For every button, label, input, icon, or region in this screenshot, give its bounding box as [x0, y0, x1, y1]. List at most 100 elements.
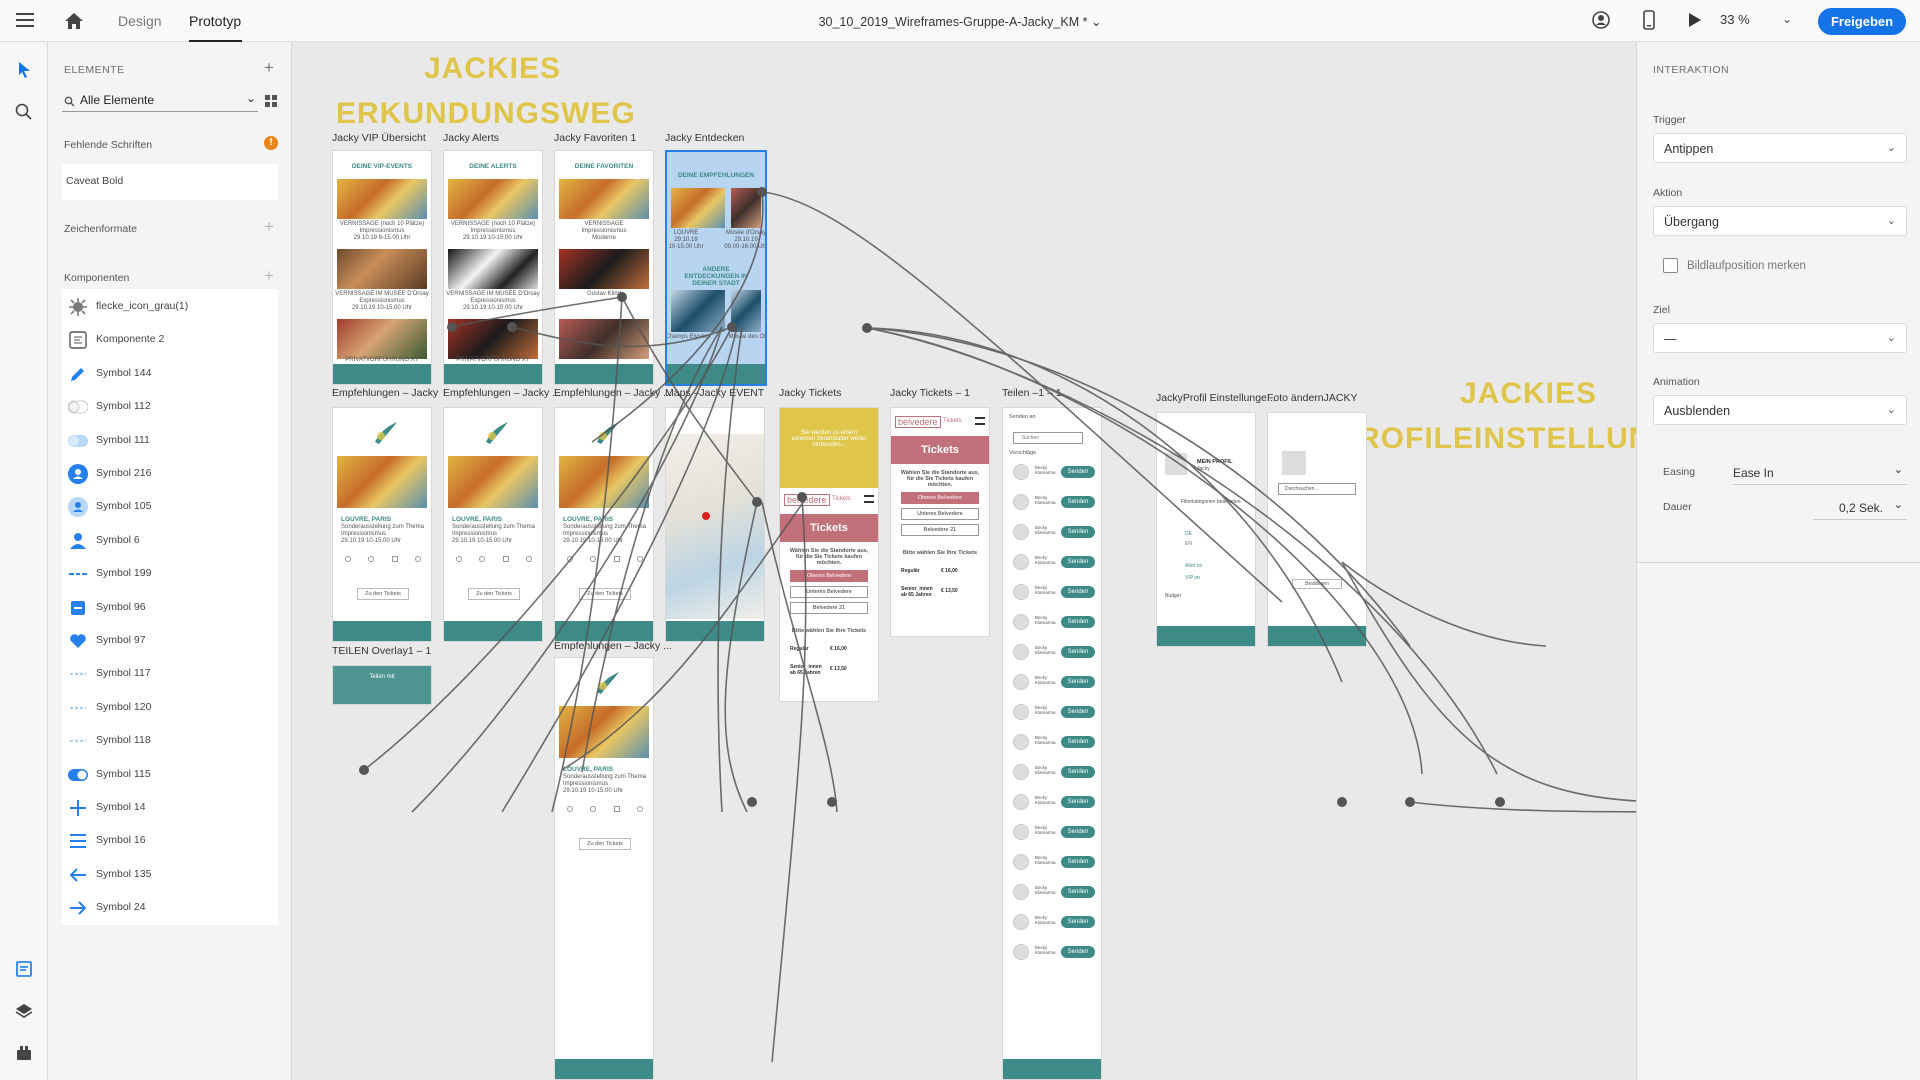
- canvas[interactable]: JACKIES ERKUNDUNGSWEG JACKIES PROFILEINS…: [292, 42, 1636, 1080]
- component-item[interactable]: Symbol 144: [62, 355, 278, 391]
- chevron-down-icon[interactable]: ⌄: [1090, 15, 1102, 29]
- artboard-label[interactable]: Foto ändernJACKY: [1267, 392, 1358, 404]
- artwork-image[interactable]: [448, 179, 538, 219]
- bottom-nav-bar[interactable]: [333, 364, 431, 384]
- search-icon[interactable]: [14, 102, 34, 122]
- send-button[interactable]: Senden: [1061, 856, 1095, 868]
- artboard-label[interactable]: Jacky Alerts: [443, 132, 500, 144]
- send-button[interactable]: Senden: [1061, 496, 1095, 508]
- filter-categories-link[interactable]: Filterkategorien bearbeiten: [1181, 499, 1241, 505]
- send-button[interactable]: Senden: [1061, 556, 1095, 568]
- artwork-image[interactable]: [559, 319, 649, 359]
- artboard-label[interactable]: Jacky Entdecken: [665, 132, 745, 144]
- document-title[interactable]: 30_10_2019_Wireframes-Gruppe-A-Jacky_KM …: [818, 15, 1102, 29]
- artwork-image[interactable]: [448, 456, 538, 508]
- send-button[interactable]: Senden: [1061, 826, 1095, 838]
- map-pin-icon[interactable]: [702, 512, 710, 520]
- bottom-nav-bar[interactable]: [1268, 626, 1366, 646]
- location-option[interactable]: Oberes Belvedere: [790, 570, 868, 582]
- send-button[interactable]: Senden: [1061, 886, 1095, 898]
- component-item[interactable]: Symbol 97: [62, 623, 278, 658]
- add-plus-icon[interactable]: +: [264, 217, 274, 236]
- grid-view-icon[interactable]: [265, 94, 277, 112]
- alert-toggle[interactable]: Alert on: [1185, 563, 1203, 569]
- component-item[interactable]: Symbol 105: [62, 489, 278, 525]
- avatar[interactable]: [1165, 453, 1187, 475]
- artwork-image[interactable]: [337, 249, 427, 289]
- location-option[interactable]: Belvedere 21: [790, 602, 868, 614]
- send-button[interactable]: Senden: [1061, 646, 1095, 658]
- send-button[interactable]: Senden: [1061, 736, 1095, 748]
- artboard-label[interactable]: Empfehlungen – Jacky ...: [443, 387, 561, 399]
- artboard[interactable]: Teilen mit: [332, 665, 432, 705]
- send-button[interactable]: Senden: [1061, 466, 1095, 478]
- artwork-image[interactable]: [559, 249, 649, 289]
- component-item[interactable]: Symbol 118: [62, 723, 278, 759]
- assets-icon[interactable]: [14, 959, 34, 979]
- share-button[interactable]: Freigeben: [1818, 8, 1906, 35]
- component-item[interactable]: Symbol 216: [62, 456, 278, 491]
- menu-icon[interactable]: [975, 417, 985, 425]
- play-icon[interactable]: [1688, 12, 1702, 33]
- location-option[interactable]: Unteres Belvedere: [790, 586, 868, 598]
- bottom-nav-bar[interactable]: [444, 621, 542, 641]
- artboard-label[interactable]: Teilen –1 – 1: [1002, 387, 1062, 399]
- tickets-link[interactable]: Tickets: [943, 418, 962, 424]
- target-select[interactable]: —⌄: [1653, 323, 1907, 353]
- trigger-select[interactable]: Antippen⌄: [1653, 133, 1907, 163]
- artwork-image[interactable]: [337, 179, 427, 219]
- artboard[interactable]: Durchsuchen... Bestätigen: [1267, 412, 1367, 647]
- confirm-button[interactable]: Bestätigen: [1292, 579, 1342, 589]
- add-plus-icon[interactable]: +: [264, 58, 274, 77]
- bottom-nav-bar[interactable]: [444, 364, 542, 384]
- send-button[interactable]: Senden: [1061, 916, 1095, 928]
- bottom-nav-bar[interactable]: [555, 1059, 653, 1079]
- bottom-nav-bar[interactable]: [1157, 626, 1255, 646]
- home-icon[interactable]: [64, 12, 84, 30]
- bottom-nav-bar[interactable]: [1003, 1059, 1101, 1079]
- artwork-image[interactable]: [559, 456, 649, 508]
- browse-input[interactable]: Durchsuchen...: [1278, 483, 1356, 495]
- component-item[interactable]: Symbol 115: [62, 756, 278, 792]
- artboard-label[interactable]: TEILEN Overlay1 – 1: [332, 645, 432, 657]
- tab-prototyp[interactable]: Prototyp: [189, 13, 242, 29]
- zoom-level[interactable]: 33 %: [1720, 12, 1750, 27]
- animation-select[interactable]: Ausblenden⌄: [1653, 395, 1907, 425]
- artboard-label[interactable]: Jacky Tickets: [779, 387, 842, 399]
- artboard[interactable]: Sie werden zu einem externen Veranstalte…: [779, 407, 879, 702]
- hamburger-menu-icon[interactable]: [16, 13, 34, 27]
- location-option[interactable]: Unteres Belvedere: [901, 508, 979, 520]
- artwork-image[interactable]: [731, 188, 761, 228]
- artwork-image[interactable]: [448, 319, 538, 359]
- tickets-button[interactable]: Zu den Tickets: [357, 588, 409, 600]
- artwork-image[interactable]: [671, 290, 725, 332]
- artboard[interactable]: [665, 407, 765, 642]
- artboard-label[interactable]: Empfehlungen – Jacky: [332, 387, 439, 399]
- artwork-image[interactable]: [731, 290, 761, 332]
- tickets-link[interactable]: Tickets: [832, 496, 851, 502]
- artboard-label[interactable]: Jacky Tickets – 1: [890, 387, 970, 399]
- component-item[interactable]: Symbol 135: [62, 856, 278, 892]
- component-item[interactable]: Symbol 112: [62, 389, 278, 425]
- layers-icon[interactable]: [14, 1001, 34, 1021]
- component-item[interactable]: Komponente 2: [62, 322, 278, 358]
- artboard-label[interactable]: Maps –Jacky EVENT: [665, 387, 765, 399]
- user-preview-icon[interactable]: [1592, 11, 1610, 34]
- send-button[interactable]: Senden: [1061, 766, 1095, 778]
- bottom-nav-bar[interactable]: [555, 364, 653, 384]
- send-button[interactable]: Senden: [1061, 586, 1095, 598]
- location-option[interactable]: Belvedere 21: [901, 524, 979, 536]
- device-preview-icon[interactable]: [1643, 10, 1655, 35]
- bottom-nav-bar[interactable]: [555, 621, 653, 641]
- bottom-nav-bar[interactable]: [666, 621, 764, 641]
- search-input[interactable]: Suchen: [1013, 432, 1083, 444]
- send-button[interactable]: Senden: [1061, 676, 1095, 688]
- element-filter-select[interactable]: Alle Elemente ⌄: [62, 88, 258, 112]
